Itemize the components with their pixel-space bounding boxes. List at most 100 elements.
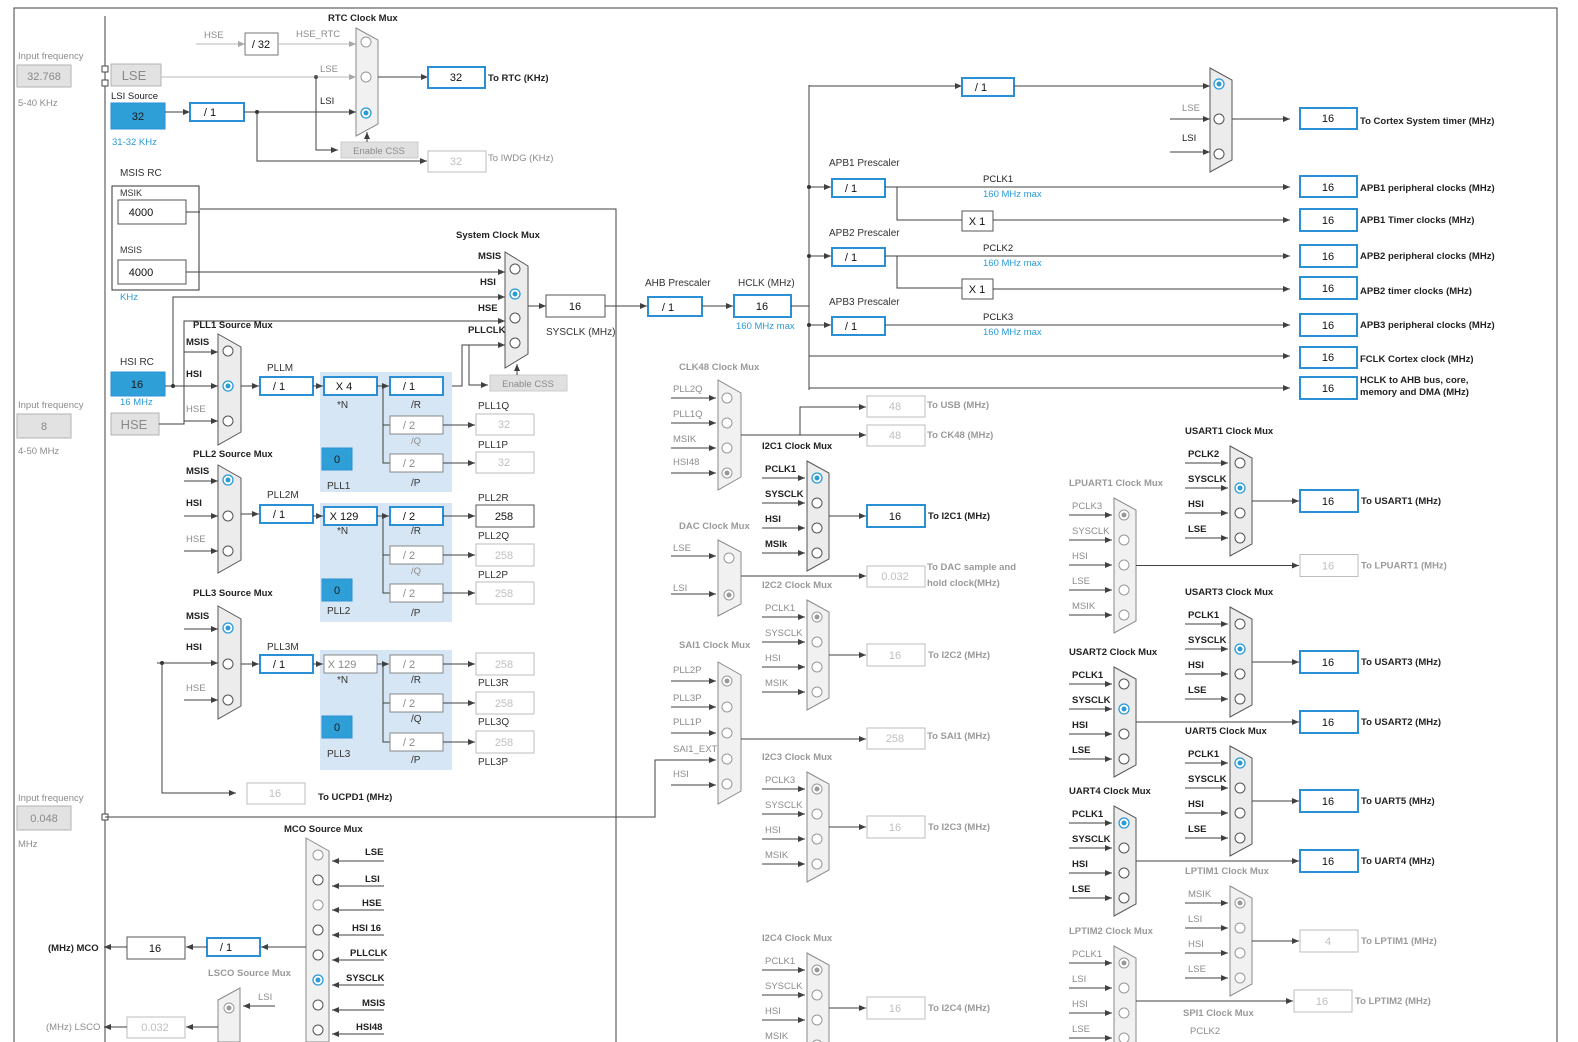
apb3-peripheral-value-box[interactable]: [1299, 313, 1358, 337]
lpuart1-option-4[interactable]: [1118, 609, 1130, 621]
usart3-value-box[interactable]: [1299, 650, 1359, 674]
mco-option-lse[interactable]: [312, 849, 324, 861]
mco-source-mux[interactable]: [305, 837, 330, 1042]
to-rtc-value-box[interactable]: [427, 66, 486, 89]
pll1-r-div[interactable]: [389, 376, 444, 396]
ucpd-value-box[interactable]: [246, 782, 306, 805]
usart3-option-3[interactable]: [1234, 693, 1246, 705]
uart4-option-3[interactable]: [1118, 892, 1130, 904]
dac-mux[interactable]: [717, 539, 742, 617]
uart5-option-3[interactable]: [1234, 832, 1246, 844]
mco-option-hsi48[interactable]: [312, 1024, 324, 1036]
sai1-option-hsi[interactable]: [721, 778, 733, 790]
ck48-value-box[interactable]: [866, 424, 926, 447]
usart1-value-box[interactable]: [1299, 489, 1359, 513]
lpuart1-option-3[interactable]: [1118, 584, 1130, 596]
pll2-fractional[interactable]: [321, 578, 353, 602]
cortex-option-lsi[interactable]: [1213, 148, 1225, 160]
i2c2-option-1[interactable]: [811, 636, 823, 648]
uart4-mux[interactable]: [1113, 805, 1137, 917]
lptim1-option-2[interactable]: [1234, 947, 1246, 959]
ahb-prescaler-div[interactable]: [647, 296, 703, 317]
pll2p-value-box[interactable]: [475, 581, 535, 605]
clk48-option-pll1q[interactable]: [721, 417, 733, 429]
usart2-option-2[interactable]: [1118, 728, 1130, 740]
i2c3-option-3[interactable]: [811, 858, 823, 870]
uart5-option-2[interactable]: [1234, 807, 1246, 819]
i2c4-value-box[interactable]: [866, 996, 926, 1020]
fclk-value-box[interactable]: [1299, 346, 1358, 369]
i2c3-mux[interactable]: [806, 771, 830, 883]
pll1q-value-box[interactable]: [475, 413, 535, 436]
mco-option-hse[interactable]: [312, 899, 324, 911]
pll2-q-div[interactable]: [389, 545, 444, 565]
uart5-mux[interactable]: [1229, 745, 1253, 857]
lpuart1-option-1[interactable]: [1118, 534, 1130, 546]
i2c3-value-box[interactable]: [866, 815, 926, 839]
i2c3-option-1[interactable]: [811, 808, 823, 820]
pll2r-value-box[interactable]: [475, 504, 535, 528]
uart4-option-2[interactable]: [1118, 867, 1130, 879]
pll1-option-msis[interactable]: [222, 345, 234, 357]
usart1-mux[interactable]: [1229, 445, 1253, 557]
apb1-prescaler-div[interactable]: [831, 178, 886, 198]
mco-div[interactable]: [206, 937, 261, 957]
mco-option-pllclk[interactable]: [312, 949, 324, 961]
sai1-option-sai1ext[interactable]: [721, 753, 733, 765]
pll3p-value-box[interactable]: [475, 730, 535, 754]
pll1-option-hse[interactable]: [222, 415, 234, 427]
usart3-mux[interactable]: [1229, 606, 1253, 718]
pll3-q-div[interactable]: [389, 693, 444, 713]
pll2-r-div[interactable]: [389, 506, 444, 526]
usart3-option-2[interactable]: [1234, 668, 1246, 680]
i2c1-mux[interactable]: [806, 460, 830, 572]
pll3q-value-box[interactable]: [475, 691, 535, 715]
cortex-option-lse[interactable]: [1213, 113, 1225, 125]
sysclk-option-pllclk[interactable]: [509, 337, 521, 349]
apb1-peripheral-value-box[interactable]: [1299, 175, 1358, 198]
lptim1-mux[interactable]: [1229, 885, 1253, 997]
rtc-enable-css-button[interactable]: [340, 141, 419, 159]
i2c1-option-3[interactable]: [811, 547, 823, 559]
i2c2-option-3[interactable]: [811, 686, 823, 698]
system-clock-mux[interactable]: [504, 251, 529, 369]
apb2-peripheral-value-box[interactable]: [1299, 244, 1358, 268]
lpuart1-value-box[interactable]: [1299, 554, 1359, 577]
cortex-div[interactable]: [961, 77, 1015, 97]
ext-input-frequency-field[interactable]: [16, 805, 72, 831]
hclk-ahb-value-box[interactable]: [1299, 376, 1358, 400]
i2c2-value-box[interactable]: [866, 643, 926, 667]
sai1-option-pll3p[interactable]: [721, 701, 733, 713]
pll1p-value-box[interactable]: [475, 451, 535, 474]
lsco-source-mux[interactable]: [217, 987, 241, 1042]
lptim1-option-1[interactable]: [1234, 922, 1246, 934]
uart5-option-1[interactable]: [1234, 782, 1246, 794]
lptim1-value-box[interactable]: [1299, 929, 1359, 953]
usart1-option-3[interactable]: [1234, 532, 1246, 544]
clk48-mux[interactable]: [717, 379, 742, 491]
uart5-value-box[interactable]: [1299, 789, 1359, 813]
hsi-rc-block[interactable]: [110, 371, 166, 397]
pll1-q-div[interactable]: [389, 415, 444, 435]
lsi-source-block[interactable]: [110, 102, 166, 130]
apb1-timer-multiplier[interactable]: [961, 210, 994, 232]
i2c2-mux[interactable]: [806, 599, 830, 711]
sai1-option-pll1p[interactable]: [721, 727, 733, 739]
i2c4-option-1[interactable]: [811, 989, 823, 1001]
usart3-option-0[interactable]: [1234, 618, 1246, 630]
usart2-value-box[interactable]: [1299, 710, 1359, 734]
sysclk-option-msis[interactable]: [509, 263, 521, 275]
sysclk-option-hse[interactable]: [509, 312, 521, 324]
lsi-div[interactable]: [189, 102, 245, 122]
pll3-p-div[interactable]: [389, 732, 444, 752]
pll3-fractional[interactable]: [321, 715, 353, 739]
pll3r-value-box[interactable]: [475, 652, 535, 676]
mco-option-msis[interactable]: [312, 999, 324, 1011]
pll2-p-div[interactable]: [389, 583, 444, 603]
lpuart1-option-2[interactable]: [1118, 559, 1130, 571]
uart4-value-box[interactable]: [1299, 849, 1359, 873]
pll1-p-div[interactable]: [389, 453, 444, 473]
apb3-prescaler-div[interactable]: [831, 316, 886, 336]
apb2-timer-value-box[interactable]: [1299, 276, 1358, 300]
pll3-option-hsi[interactable]: [222, 658, 234, 670]
